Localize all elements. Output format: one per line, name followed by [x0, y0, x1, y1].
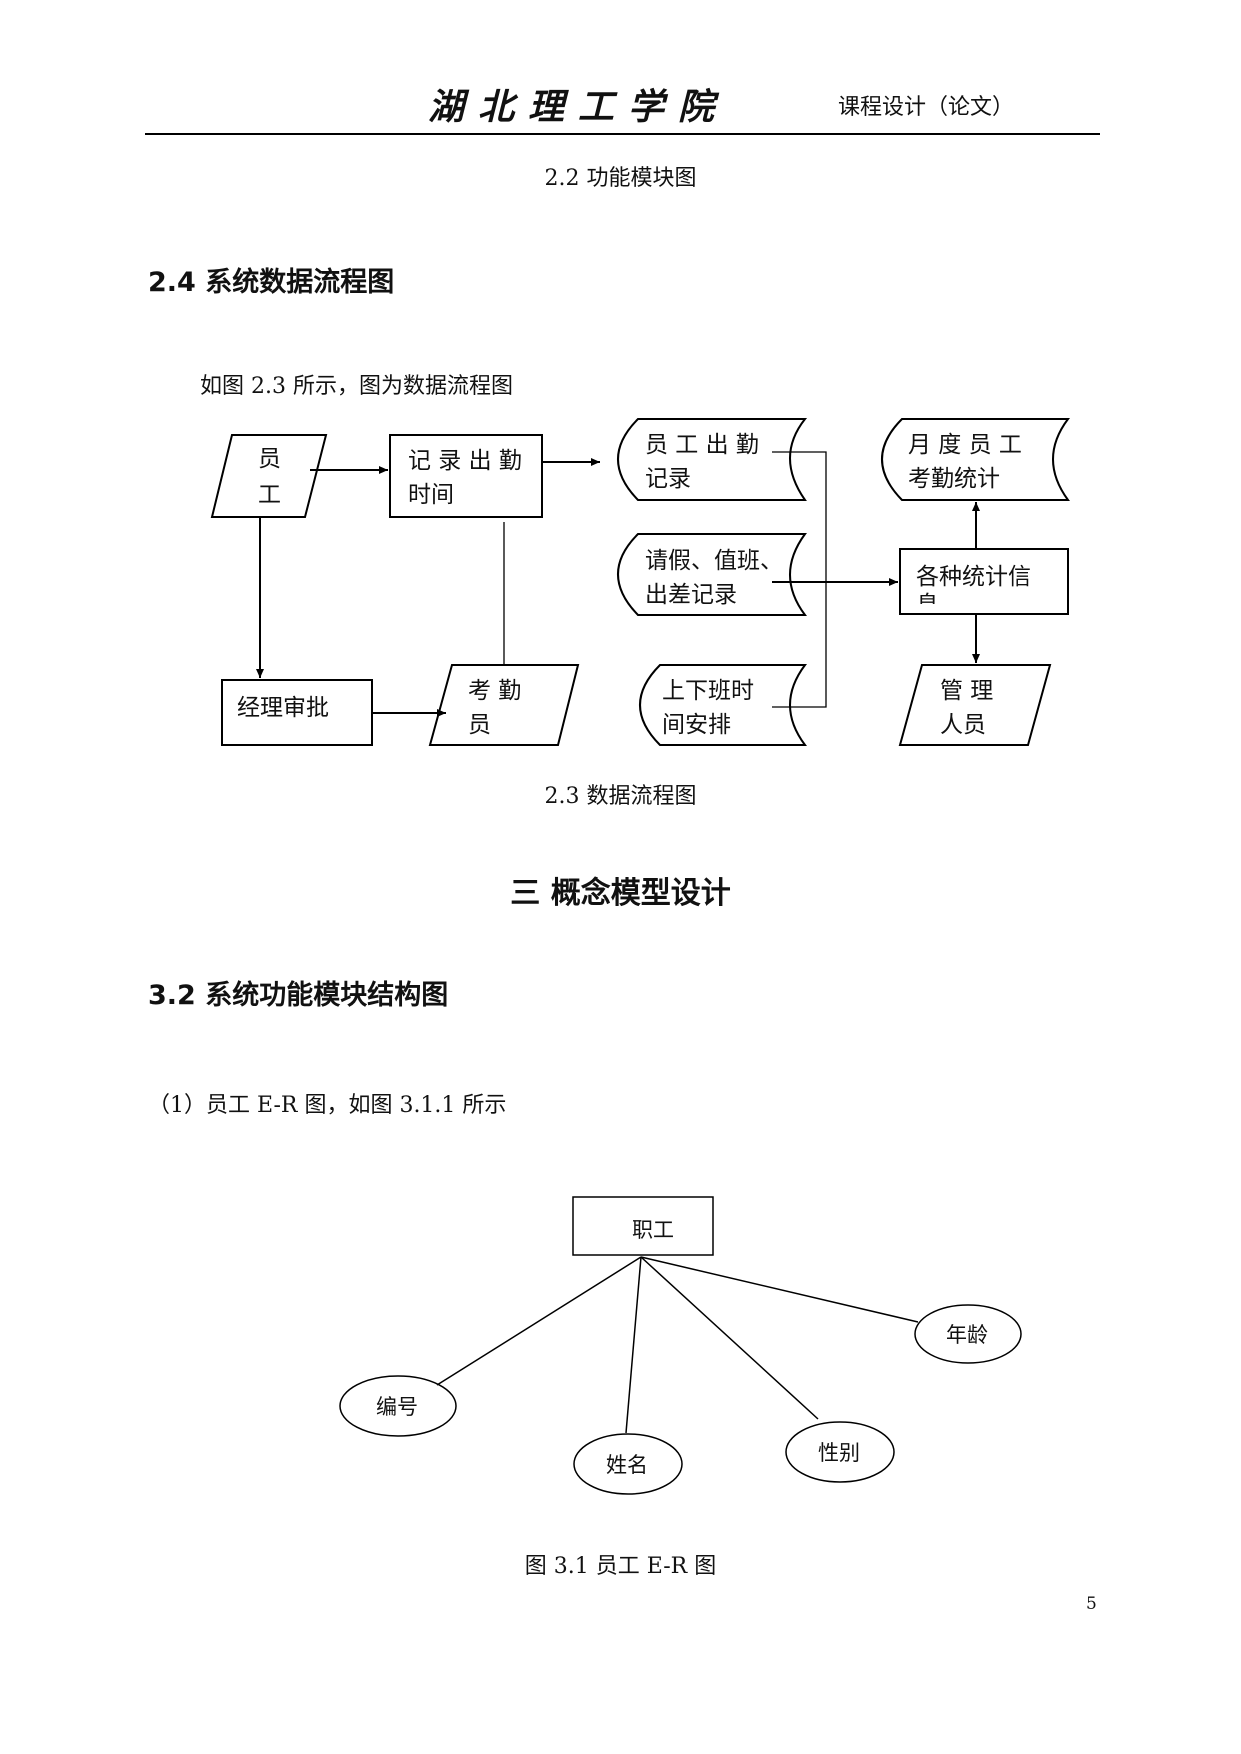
attr-id-ellipse [339, 1375, 457, 1437]
section-3-2-title: 3.2 系统功能模块结构图 [148, 980, 449, 1011]
attr-name-ellipse [573, 1433, 683, 1495]
leave-label-1: 请假、值班、 [645, 548, 783, 574]
record-time-box [389, 434, 543, 518]
er-diagram [339, 1196, 1022, 1495]
attr-id-label: 编号 [376, 1395, 418, 1419]
admin-shape [898, 664, 1052, 746]
admin-label-1: 管 理 [940, 678, 993, 704]
monthly-label-1: 月 度 员 工 [908, 432, 1022, 458]
section-2-4-intro: 如图 2.3 所示，图为数据流程图 [200, 374, 513, 399]
monthly-label-2: 考勤统计 [908, 466, 1000, 492]
section-2-4-title: 2.4 系统数据流程图 [148, 267, 395, 298]
schedule-label-2: 间安排 [662, 712, 731, 738]
entity-label: 职工 [632, 1218, 674, 1242]
monthly-stats-store [881, 418, 1070, 501]
chapter-3-title: 三 概念模型设计 [510, 876, 731, 911]
university-logo: 湖北理工学院 [428, 86, 729, 128]
employee-label-2: 工 [258, 482, 281, 508]
manager-label: 经理审批 [237, 695, 329, 721]
leave-label-2: 出差记录 [645, 582, 737, 608]
att-record-label-1: 员 工 出 勤 [645, 432, 759, 458]
employee-label-1: 员 [258, 446, 281, 472]
attendance-record-store [617, 418, 808, 501]
page-number: 5 [1086, 1594, 1097, 1614]
entity-box [572, 1196, 714, 1256]
attr-age-ellipse [914, 1304, 1022, 1364]
attr-name-label: 姓名 [606, 1453, 648, 1477]
record-time-label-2: 时间 [408, 482, 454, 508]
stats-label-1: 各种统计信 [916, 564, 1031, 590]
caption-flow-diagram: 2.3 数据流程图 [544, 784, 697, 809]
attr-age-label: 年龄 [946, 1323, 988, 1347]
section-3-2-intro: （1）员工 E-R 图，如图 3.1.1 所示 [148, 1093, 507, 1118]
statistics-box [899, 548, 1069, 615]
header-title: 课程设计（论文） [838, 95, 1015, 120]
schedule-store [639, 664, 807, 746]
clerk-label-2: 员 [468, 712, 491, 738]
att-record-label-2: 记录 [645, 466, 691, 492]
schedule-label-1: 上下班时 [662, 678, 754, 704]
record-time-label-1: 记 录 出 勤 [408, 448, 522, 474]
attr-gender-ellipse [785, 1421, 895, 1483]
caption-module-diagram: 2.2 功能模块图 [544, 166, 697, 191]
clerk-shape [428, 664, 580, 746]
admin-label-2: 人员 [940, 712, 986, 738]
caption-er-diagram: 图 3.1 员工 E-R 图 [524, 1554, 717, 1579]
clerk-label-1: 考 勤 [468, 678, 521, 704]
attr-gender-label: 性别 [818, 1441, 860, 1465]
leave-record-store [617, 533, 807, 616]
header-rule [145, 133, 1100, 135]
employee-shape [210, 434, 328, 518]
